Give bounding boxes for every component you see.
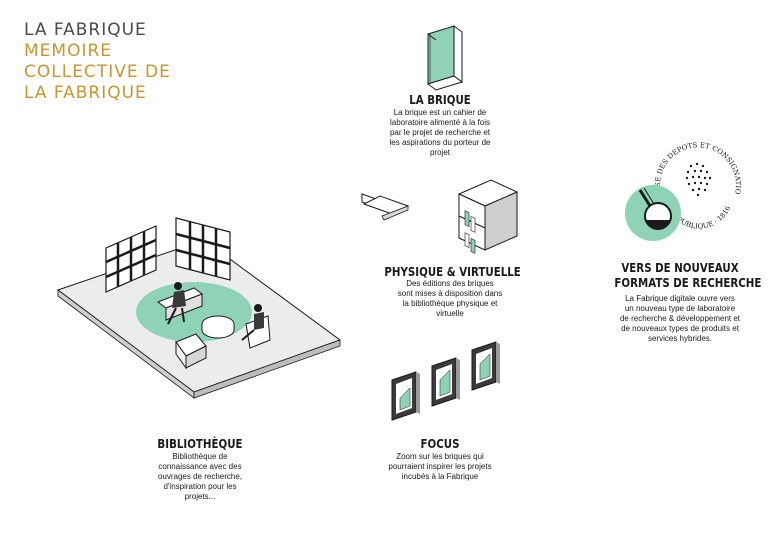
header-line-2: MEMOIRE — [24, 41, 113, 61]
focus-title: FOCUS — [420, 436, 460, 451]
book-illustration — [426, 25, 464, 91]
bibliotheque-title: BIBLIOTHÈQUE — [157, 436, 243, 451]
header-title: LA FABRIQUE MEMOIRE COLLECTIVE DE LA FAB… — [24, 20, 171, 104]
library-scene-illustration — [56, 217, 342, 399]
focus-description: Zoom sur les briques qui pourraient insp… — [388, 452, 492, 481]
formats-description: La Fabrique digitale ouvre vers un nouve… — [619, 294, 741, 343]
bookshelf-cube-illustration — [457, 179, 519, 254]
flask-illustration — [625, 185, 681, 241]
header-line-3: COLLECTIVE DE — [24, 62, 171, 82]
physique-title: PHYSIQUE & VIRTUELLE — [384, 264, 521, 279]
laptop-illustration — [361, 193, 410, 221]
formats-title: VERS DE NOUVEAUX FORMATS DE RECHERCHE — [614, 260, 762, 290]
header-line-1: LA FABRIQUE — [24, 20, 147, 40]
brique-title: LA BRIQUE — [409, 92, 471, 107]
focus-frames-illustration — [391, 341, 500, 421]
bibliotheque-description: Bibliothèque de connaissance avec des ou… — [157, 452, 243, 501]
header-line-4: LA FABRIQUE — [24, 83, 147, 103]
physique-description: Des éditions des briques sont mises à di… — [397, 279, 503, 318]
brique-description: La brique est un cahier de laboratoire a… — [389, 108, 491, 157]
